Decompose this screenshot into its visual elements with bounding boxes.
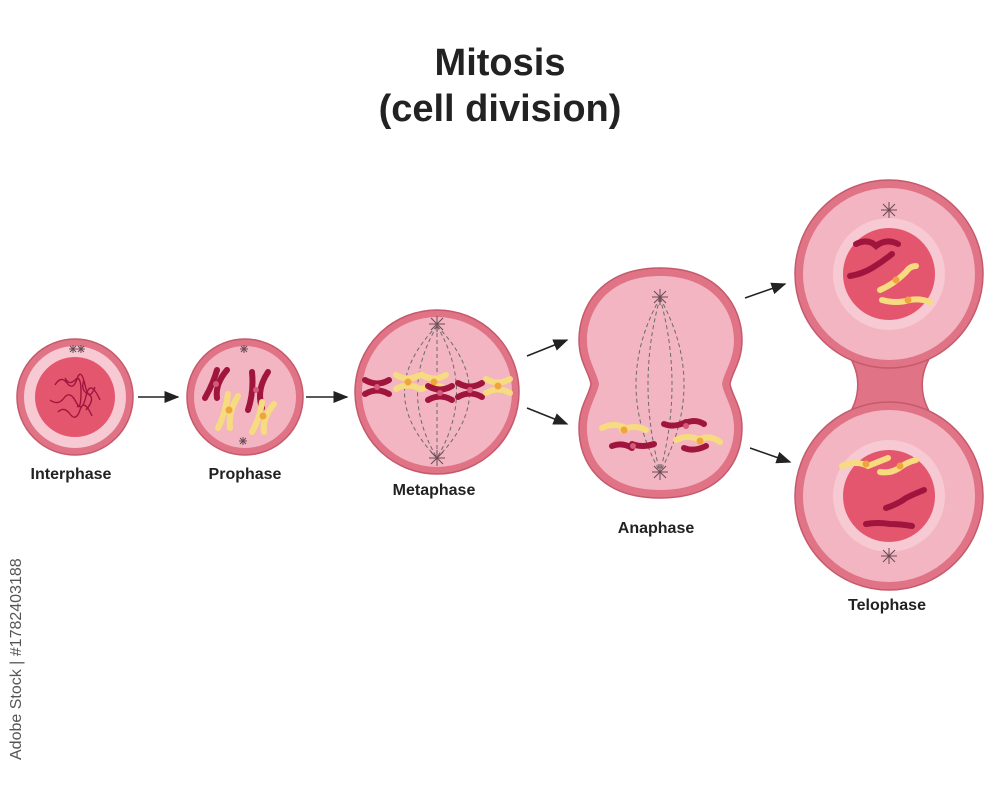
centrosome-icon bbox=[429, 316, 445, 466]
metaphase-cell bbox=[354, 309, 520, 475]
prophase-chromosomes bbox=[202, 367, 277, 435]
arrow-anaphase-telophase-bottom bbox=[749, 447, 792, 464]
label-telophase: Telophase bbox=[848, 597, 926, 614]
label-interphase: Interphase bbox=[30, 466, 112, 483]
interphase-cell bbox=[16, 338, 134, 456]
arrow-metaphase-anaphase-bottom bbox=[526, 407, 569, 425]
label-anaphase: Anaphase bbox=[617, 520, 695, 537]
centrosome-icon bbox=[69, 345, 85, 353]
label-metaphase: Metaphase bbox=[392, 482, 476, 499]
arrow-anaphase-telophase-top bbox=[744, 282, 787, 299]
anaphase-cell bbox=[578, 267, 743, 499]
diagram-title: Mitosis bbox=[434, 42, 566, 84]
telophase-chromosomes-bottom bbox=[839, 455, 927, 529]
spindle-fibers bbox=[635, 297, 685, 473]
label-prophase: Prophase bbox=[208, 466, 282, 483]
daughter-nucleus-bottom bbox=[843, 450, 935, 542]
chromatin bbox=[49, 373, 101, 418]
centrosome-icon bbox=[239, 345, 248, 445]
arrow-metaphase-anaphase-top bbox=[526, 339, 569, 357]
anaphase-chromosomes bbox=[599, 418, 723, 453]
centrosome-icon bbox=[881, 202, 897, 564]
stock-watermark: Adobe Stock | #1782403188 bbox=[8, 558, 25, 760]
diagram-subtitle: (cell division) bbox=[378, 88, 622, 130]
interphase-nucleus bbox=[35, 357, 115, 437]
telophase-chromosomes-top bbox=[847, 238, 933, 305]
centrosome-icon bbox=[652, 289, 668, 480]
prophase-cell bbox=[186, 338, 304, 456]
telophase-cell bbox=[794, 179, 984, 591]
